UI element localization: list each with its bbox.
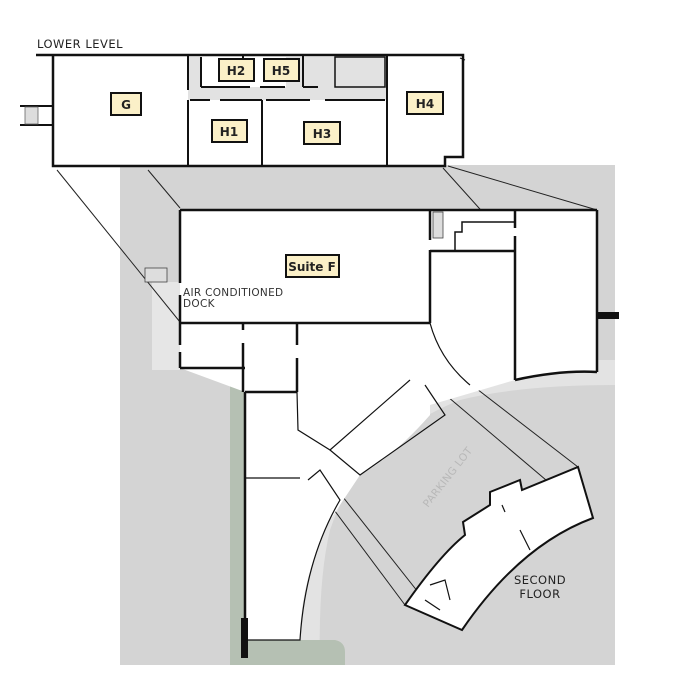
- dock-apron: [152, 282, 180, 370]
- dock-label-1: AIR CONDITIONED: [183, 287, 283, 299]
- suite-f-building: [180, 210, 597, 640]
- dock-label-2: DOCK: [183, 298, 216, 310]
- stairs-icon: [24, 106, 39, 125]
- entry-block: [597, 312, 619, 319]
- dock-stairs-icon: [144, 267, 168, 283]
- second-floor-title-1: SECOND: [514, 573, 566, 587]
- lower-walls: [20, 55, 388, 166]
- curved-wing: [245, 322, 471, 641]
- storage-rooms: [334, 56, 386, 88]
- room-label-h3: H3: [303, 121, 341, 145]
- room-label-suite-f: Suite F: [285, 254, 340, 278]
- stairs-icon-2: [432, 211, 444, 239]
- room-label-h2: H2: [218, 58, 255, 82]
- second-floor-title-2: FLOOR: [519, 587, 560, 601]
- room-g-text: G: [121, 98, 131, 112]
- room-label-h4: H4: [406, 91, 444, 115]
- interior-wall: [454, 221, 515, 250]
- lower-level-title: LOWER LEVEL: [37, 37, 123, 51]
- suite-f-text: Suite F: [288, 260, 336, 274]
- wall-block: [241, 618, 248, 658]
- room-label-h5: H5: [263, 58, 300, 82]
- suite-f-walls: [178, 208, 599, 640]
- room-label-h1: H1: [211, 119, 248, 143]
- room-h3-text: H3: [313, 127, 331, 141]
- room-h1-text: H1: [220, 125, 238, 139]
- second-floor-walls: [424, 504, 531, 611]
- room-h5-text: H5: [272, 64, 290, 78]
- room-label-g: G: [110, 92, 142, 116]
- second-floor-building: [403, 465, 595, 632]
- room-h4-text: H4: [416, 97, 434, 111]
- room-h2-text: H2: [227, 64, 245, 78]
